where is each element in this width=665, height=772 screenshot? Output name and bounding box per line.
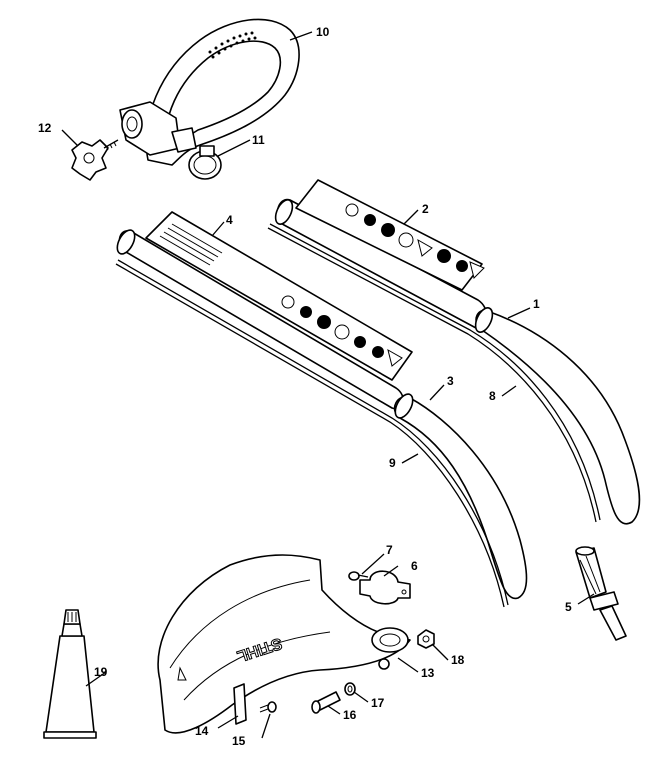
callout-11: 11 <box>252 133 265 147</box>
part-14-line-cutter-blade[interactable] <box>233 683 247 725</box>
callout-10: 10 <box>316 25 330 39</box>
part-16-screw[interactable] <box>311 691 341 714</box>
callout-17: 17 <box>371 696 385 710</box>
part-9-drive-shaft[interactable] <box>115 259 509 608</box>
callout-6: 6 <box>411 559 418 573</box>
callout-9: 9 <box>389 456 396 470</box>
callout-14: 14 <box>195 724 209 738</box>
callout-2: 2 <box>422 202 429 216</box>
callout-7: 7 <box>386 543 393 557</box>
part-4-label[interactable] <box>145 211 413 381</box>
part-13-deflector-guard[interactable]: STIHL <box>157 554 411 734</box>
part-15-screw[interactable] <box>259 701 277 713</box>
callout-5: 5 <box>565 600 572 614</box>
part-18-nut[interactable] <box>417 629 435 649</box>
callout-16: 16 <box>343 708 357 722</box>
part-12-star-knob[interactable] <box>71 139 119 181</box>
part-7-screw[interactable] <box>348 571 369 581</box>
part-3-shaft-tube[interactable] <box>114 227 528 600</box>
callout-13: 13 <box>421 666 435 680</box>
part-10-loop-handle[interactable] <box>119 18 300 166</box>
part-2-label[interactable] <box>295 179 485 291</box>
part-6-clamp-bracket[interactable] <box>359 570 411 605</box>
part-19-grease-tube[interactable] <box>43 609 97 739</box>
label-4-text-lines <box>159 223 223 266</box>
callout-18: 18 <box>451 653 465 667</box>
handle-grip-dots <box>208 31 257 59</box>
callout-15: 15 <box>232 734 246 748</box>
callout-4: 4 <box>226 213 233 227</box>
part-8-drive-shaft[interactable] <box>267 223 601 523</box>
callout-3: 3 <box>447 374 454 388</box>
leader-lines <box>61 31 595 739</box>
callout-19: 19 <box>94 665 108 679</box>
callout-12: 12 <box>38 121 52 135</box>
callout-numbers: 10 12 11 2 4 1 8 3 9 7 6 5 18 13 19 17 1… <box>38 25 572 748</box>
part-1-shaft-tube[interactable] <box>272 197 641 525</box>
label-4-safety-icons <box>281 295 403 367</box>
part-5-shaft-connector[interactable] <box>575 546 627 641</box>
part-11-clamp[interactable] <box>188 145 222 180</box>
callout-8: 8 <box>489 389 496 403</box>
label-2-safety-icons <box>345 203 485 279</box>
callout-1: 1 <box>533 297 540 311</box>
part-17-washer[interactable] <box>344 682 356 696</box>
